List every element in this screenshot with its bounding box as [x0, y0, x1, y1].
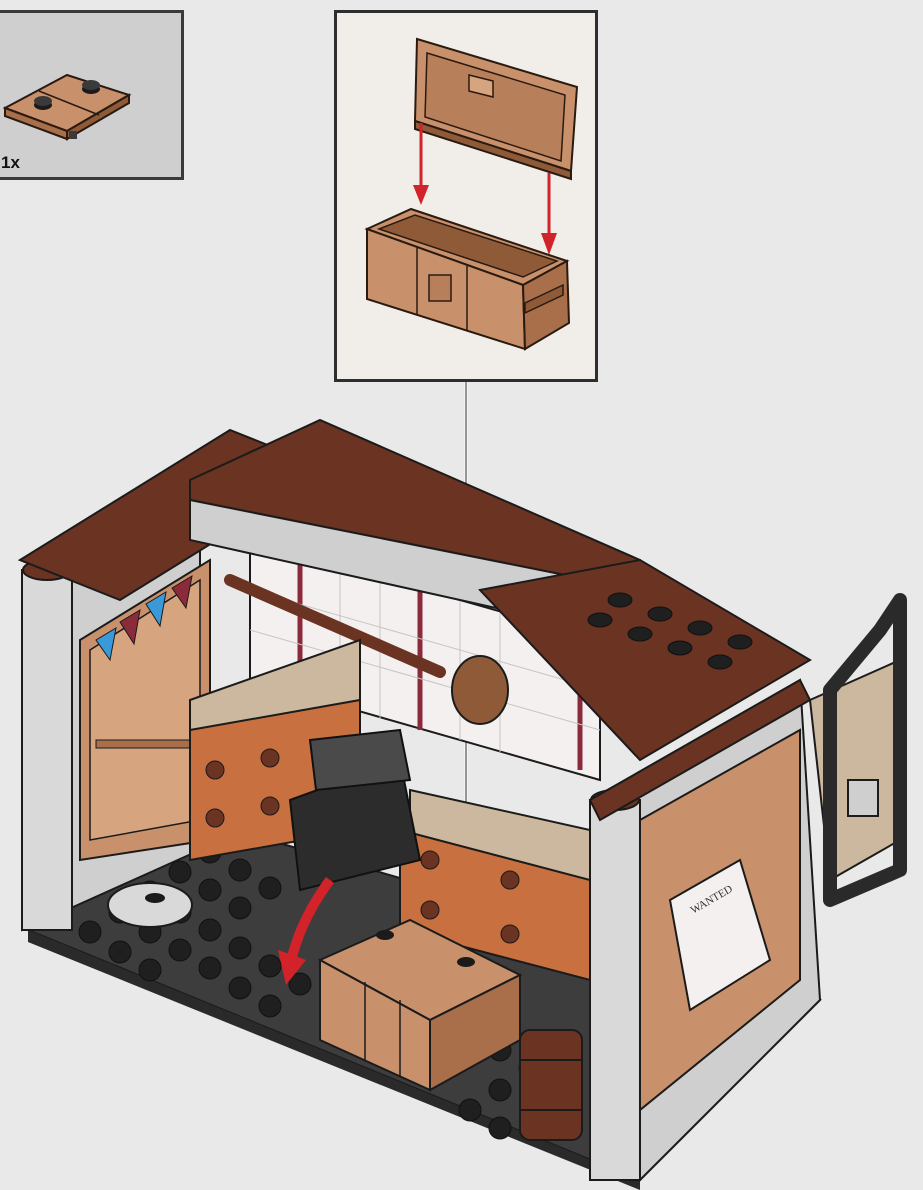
treasure-chest-lid-icon: [364, 37, 579, 351]
part-quantity-label: 1x: [1, 153, 20, 172]
parts-list-panel: 1x: [0, 10, 184, 180]
broom-handle: [224, 574, 446, 678]
wanted-poster: [668, 858, 772, 1012]
tan-plate-part-icon: [2, 73, 132, 141]
hanging-sign: [808, 593, 907, 907]
round-stool: [107, 882, 193, 928]
barrel: [519, 1029, 583, 1141]
callout-panel: [334, 10, 598, 382]
